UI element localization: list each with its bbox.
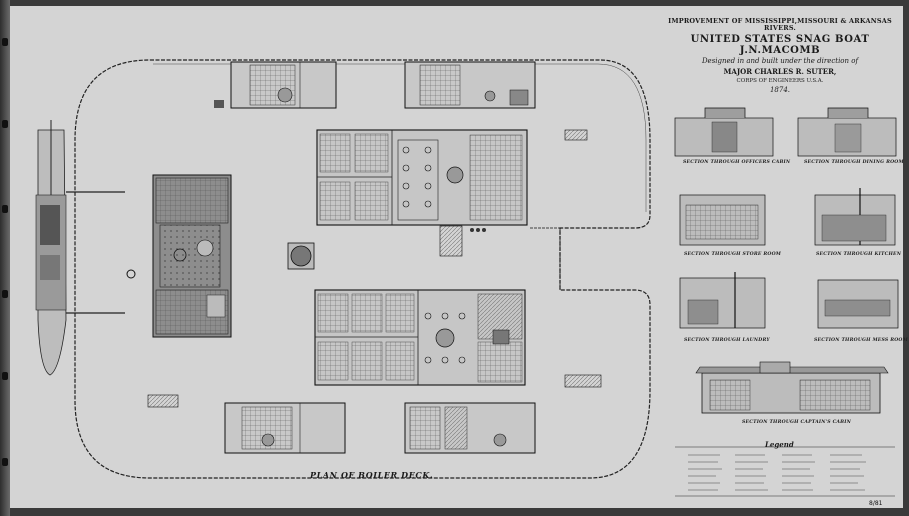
punch-hole — [2, 290, 8, 298]
mount-border-left — [0, 0, 10, 516]
title-line-corps: CORPS OF ENGINEERS U.S.A. — [736, 77, 824, 84]
title-line-year: 1874. — [769, 85, 791, 94]
punch-hole — [2, 38, 8, 46]
label-section-kitchen: SECTION THROUGH KITCHEN — [816, 252, 902, 257]
vent — [214, 100, 224, 108]
plan-title: PLAN OF BOILER DECK. — [310, 470, 434, 480]
title-line-engineer: MAJOR CHARLES R. SUTER, — [723, 66, 837, 76]
punch-hole — [2, 458, 8, 466]
section-kitchen-view — [814, 188, 896, 246]
legend-title: Legend — [765, 440, 794, 449]
deck-inner-line — [153, 63, 647, 212]
title-line-boat-name: UNITED STATES SNAG BOAT J.N.MACOMB — [690, 34, 870, 57]
section-officers-cabin-view — [674, 107, 774, 157]
section-laundry-view — [679, 272, 766, 329]
forward-cabin-upper — [230, 61, 536, 109]
punch-hole — [2, 372, 8, 380]
sheet-number: 8/81 — [869, 500, 883, 507]
stairs — [147, 129, 602, 408]
label-section-dining-room: SECTION THROUGH DINING ROOM — [804, 160, 904, 165]
label-section-captains-cabin: SECTION THROUGH CAPTAIN'S CABIN — [742, 420, 852, 425]
section-captains-cabin-view — [695, 361, 889, 414]
punch-hole — [2, 205, 8, 213]
left-house — [152, 174, 232, 338]
section-mess-room-view — [817, 279, 899, 329]
title-line-project: IMPROVEMENT OF MISSISSIPPI,MISSOURI & AR… — [668, 17, 892, 33]
side-elevation — [35, 120, 125, 376]
boiler-hatch — [287, 242, 315, 270]
legend-table — [675, 446, 895, 497]
mount-border-top — [0, 0, 909, 6]
label-section-laundry: SECTION THROUGH LAUNDRY — [684, 338, 770, 343]
punch-hole — [2, 120, 8, 128]
label-section-store-room: SECTION THROUGH STORE ROOM — [684, 252, 782, 257]
mount-border-right — [903, 0, 909, 516]
label-section-officers-cabin: SECTION THROUGH OFFICERS CABIN — [683, 160, 791, 165]
officers-cabin-plan — [316, 129, 528, 257]
aft-cabin-lower — [224, 402, 536, 454]
label-section-mess-room: SECTION THROUGH MESS ROOM — [814, 338, 908, 343]
bitt — [126, 269, 136, 279]
section-dining-room-view — [797, 107, 897, 157]
mount-border-bottom — [0, 508, 909, 516]
title-line-designed: Designed in and built under the directio… — [701, 57, 859, 66]
title-block: IMPROVEMENT OF MISSISSIPPI,MISSOURI & AR… — [665, 17, 895, 94]
deck-railing-outline — [74, 59, 651, 479]
section-store-room-view — [679, 194, 766, 246]
dining-room-plan — [314, 289, 526, 386]
